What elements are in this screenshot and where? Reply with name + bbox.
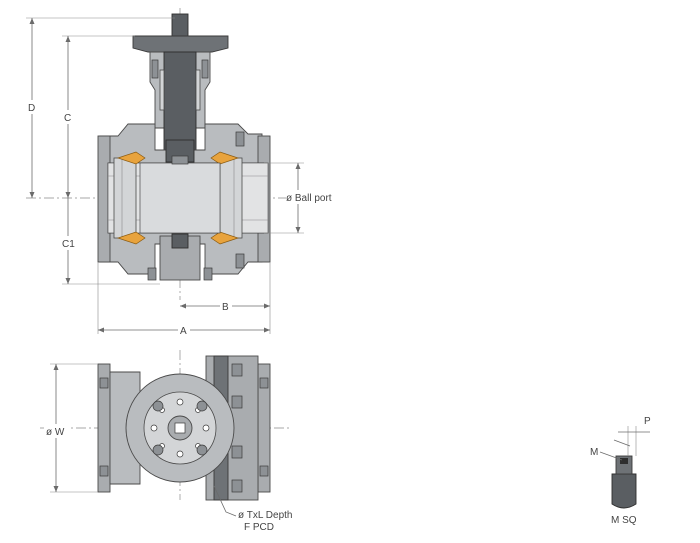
- bonnet-bolt: [196, 400, 208, 412]
- plan-left-flange-bolt-bottom: [99, 465, 109, 477]
- dim-m-label: M: [590, 447, 598, 458]
- dim-line-m: [599, 451, 623, 461]
- pcd-hole: [202, 424, 210, 432]
- seat-top-right: [210, 151, 240, 165]
- plan-stem-square: [174, 422, 186, 434]
- m-sq-label: M SQ: [611, 515, 637, 526]
- stem-key: [171, 155, 189, 165]
- dim-c1-gap: [60, 236, 76, 250]
- plan-bonnet-bolts: [152, 400, 208, 456]
- pcd-label: F PCD: [244, 522, 274, 533]
- bonnet-bolt: [196, 444, 208, 456]
- plan-right-bolt-3: [231, 445, 243, 459]
- body-bolt-top: [235, 131, 245, 147]
- plan-right-flange-bolt-bottom: [259, 465, 269, 477]
- bonnet-bolt: [152, 400, 164, 412]
- tap-leader: [213, 485, 237, 517]
- dim-a-label: A: [180, 326, 187, 337]
- pcd-hole: [176, 450, 184, 458]
- trunnion-pin: [171, 233, 189, 249]
- ball: [139, 162, 221, 234]
- dim-c-label: C: [64, 113, 71, 124]
- dim-ball-port-gap: [286, 190, 336, 204]
- seat-bottom-left: [116, 231, 146, 245]
- plan-right-bolt-2: [231, 395, 243, 409]
- stem-key-slot: [620, 458, 628, 464]
- dim-c-gap: [62, 110, 74, 124]
- front-dimensions: D C C1 ø Ball port B A: [26, 17, 336, 337]
- body-bolt-bottom-left: [147, 267, 157, 281]
- stem-detail: P M M SQ: [590, 416, 651, 526]
- left-seat-ring: [113, 157, 137, 239]
- dim-a-gap: [178, 324, 190, 336]
- dim-b-gap: [220, 300, 232, 312]
- gland-bolt-right: [201, 59, 209, 79]
- top-mounting-flange: [132, 35, 229, 53]
- body-bolt-bottom: [235, 253, 245, 269]
- pcd-hole: [176, 398, 184, 406]
- stem-top: [171, 13, 189, 37]
- right-seat-ring: [219, 157, 243, 239]
- dim-line-m-2: [613, 439, 631, 447]
- tap-depth-label: ø TxL Depth: [238, 510, 292, 521]
- plan-dimensions: ø W ø TxL Depth F PCD: [44, 363, 292, 533]
- pcd-hole: [150, 424, 158, 432]
- dim-c1-arrow: [65, 278, 71, 284]
- gland-bolt-left: [151, 59, 159, 79]
- dim-b-label: B: [222, 302, 229, 313]
- stem-shaft: [611, 473, 637, 509]
- bonnet-bolt: [152, 444, 164, 456]
- plan-body-left: [109, 371, 141, 485]
- stem-seal: [159, 69, 165, 111]
- dim-ball-port-label: ø Ball port: [286, 193, 332, 204]
- dim-d-label: D: [28, 103, 35, 114]
- dim-w-gap: [44, 424, 70, 438]
- plan-right-bolt-4: [231, 479, 243, 493]
- plan-left-flange-bolt-top: [99, 377, 109, 389]
- seat-top-left: [116, 151, 146, 165]
- dim-d-gap: [26, 100, 38, 114]
- dim-c1-label: C1: [62, 239, 75, 250]
- top-plan-view: [40, 350, 290, 501]
- plan-right-flange-bolt-top: [259, 377, 269, 389]
- plan-right-bolt-1: [231, 363, 243, 377]
- dim-p-label: P: [644, 416, 651, 427]
- body-bolt-bottom-mid: [203, 267, 213, 281]
- front-section-view: [26, 8, 300, 300]
- stem-seal-right: [195, 69, 201, 111]
- bottom-trunnion: [159, 235, 201, 281]
- dim-w-label: ø W: [46, 427, 65, 438]
- seat-bottom-right: [210, 231, 240, 245]
